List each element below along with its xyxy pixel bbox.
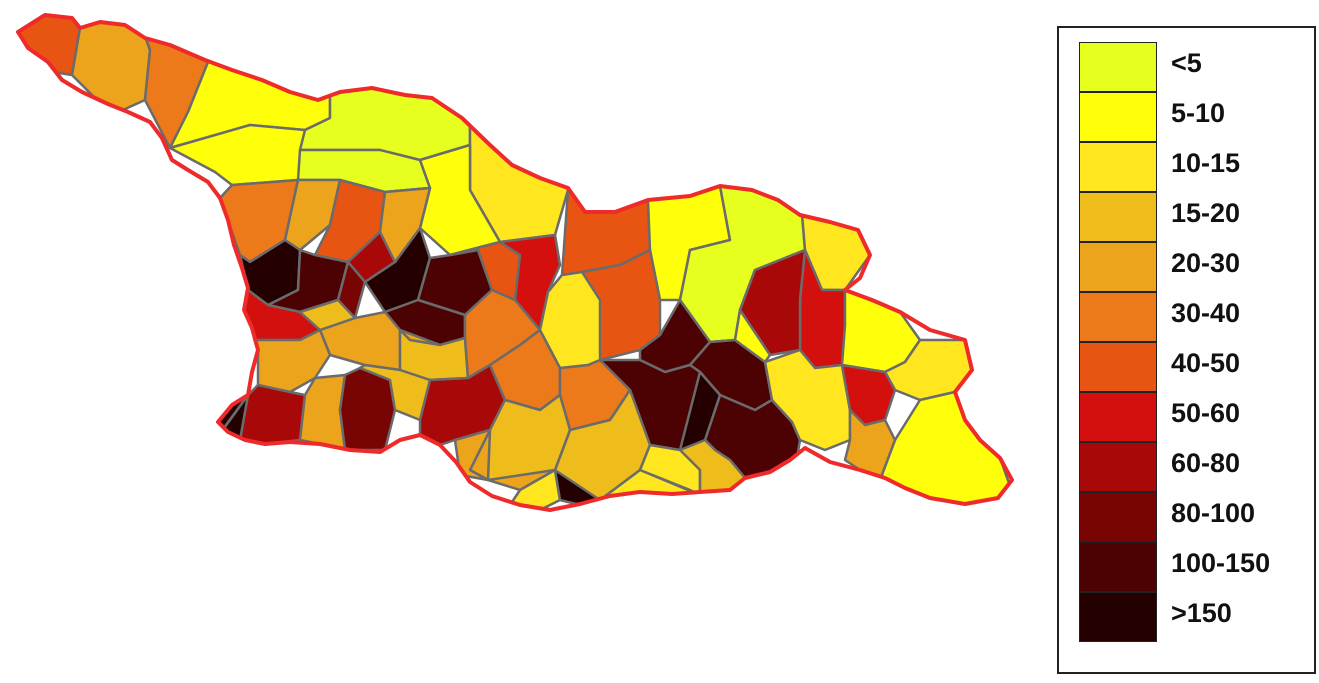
district-region bbox=[538, 270, 602, 370]
legend-swatch-12 bbox=[1079, 592, 1157, 642]
legend-swatch-1 bbox=[1079, 42, 1157, 92]
district-region bbox=[283, 178, 342, 252]
legend-item-5: 20-30 bbox=[1079, 242, 1309, 292]
legend-swatch-8 bbox=[1079, 392, 1157, 442]
legend-item-12: >150 bbox=[1079, 592, 1309, 642]
legend-label-8: 50-60 bbox=[1171, 398, 1241, 428]
legend-label-12: >150 bbox=[1171, 598, 1232, 628]
legend-swatch-3 bbox=[1079, 142, 1157, 192]
district-region bbox=[398, 328, 442, 347]
legend-item-11: 100-150 bbox=[1079, 542, 1309, 592]
legend-item-1: <5 bbox=[1079, 42, 1309, 92]
district-region bbox=[338, 366, 397, 452]
district-region bbox=[298, 15, 472, 162]
legend-label-3: 10-15 bbox=[1171, 148, 1241, 178]
legend-item-4: 15-20 bbox=[1079, 192, 1309, 242]
legend: <5 5-10 10-15 15-20 20-30 30-40 40-50 50… bbox=[1057, 26, 1316, 674]
district-region bbox=[486, 393, 572, 482]
district-region bbox=[468, 15, 570, 244]
legend-item-8: 50-60 bbox=[1079, 392, 1309, 442]
legend-swatch-4 bbox=[1079, 192, 1157, 242]
district-region bbox=[70, 15, 152, 117]
legend-label-2: 5-10 bbox=[1171, 98, 1226, 128]
legend-label-5: 20-30 bbox=[1171, 248, 1241, 278]
legend-item-3: 10-15 bbox=[1079, 142, 1309, 192]
district-region bbox=[378, 186, 432, 264]
legend-swatch-10 bbox=[1079, 492, 1157, 542]
legend-item-6: 30-40 bbox=[1079, 292, 1309, 342]
legend-swatch-6 bbox=[1079, 292, 1157, 342]
legend-label-7: 40-50 bbox=[1171, 348, 1241, 378]
legend-label-9: 60-80 bbox=[1171, 448, 1241, 478]
district-region bbox=[298, 373, 347, 452]
legend-label-1: <5 bbox=[1171, 48, 1202, 78]
legend-swatch-2 bbox=[1079, 92, 1157, 142]
legend-item-9: 60-80 bbox=[1079, 442, 1309, 492]
legend-label-10: 80-100 bbox=[1171, 498, 1256, 528]
legend-label-6: 30-40 bbox=[1171, 298, 1241, 328]
legend-item-2: 5-10 bbox=[1079, 92, 1309, 142]
legend-swatch-7 bbox=[1079, 342, 1157, 392]
legend-swatch-9 bbox=[1079, 442, 1157, 492]
legend-label-11: 100-150 bbox=[1171, 548, 1271, 578]
district-region bbox=[298, 298, 357, 332]
legend-swatch-11 bbox=[1079, 542, 1157, 592]
district-region bbox=[18, 15, 84, 77]
legend-item-7: 40-50 bbox=[1079, 342, 1309, 392]
legend-swatch-5 bbox=[1079, 242, 1157, 292]
legend-label-4: 15-20 bbox=[1171, 198, 1241, 228]
legend-item-10: 80-100 bbox=[1079, 492, 1309, 542]
